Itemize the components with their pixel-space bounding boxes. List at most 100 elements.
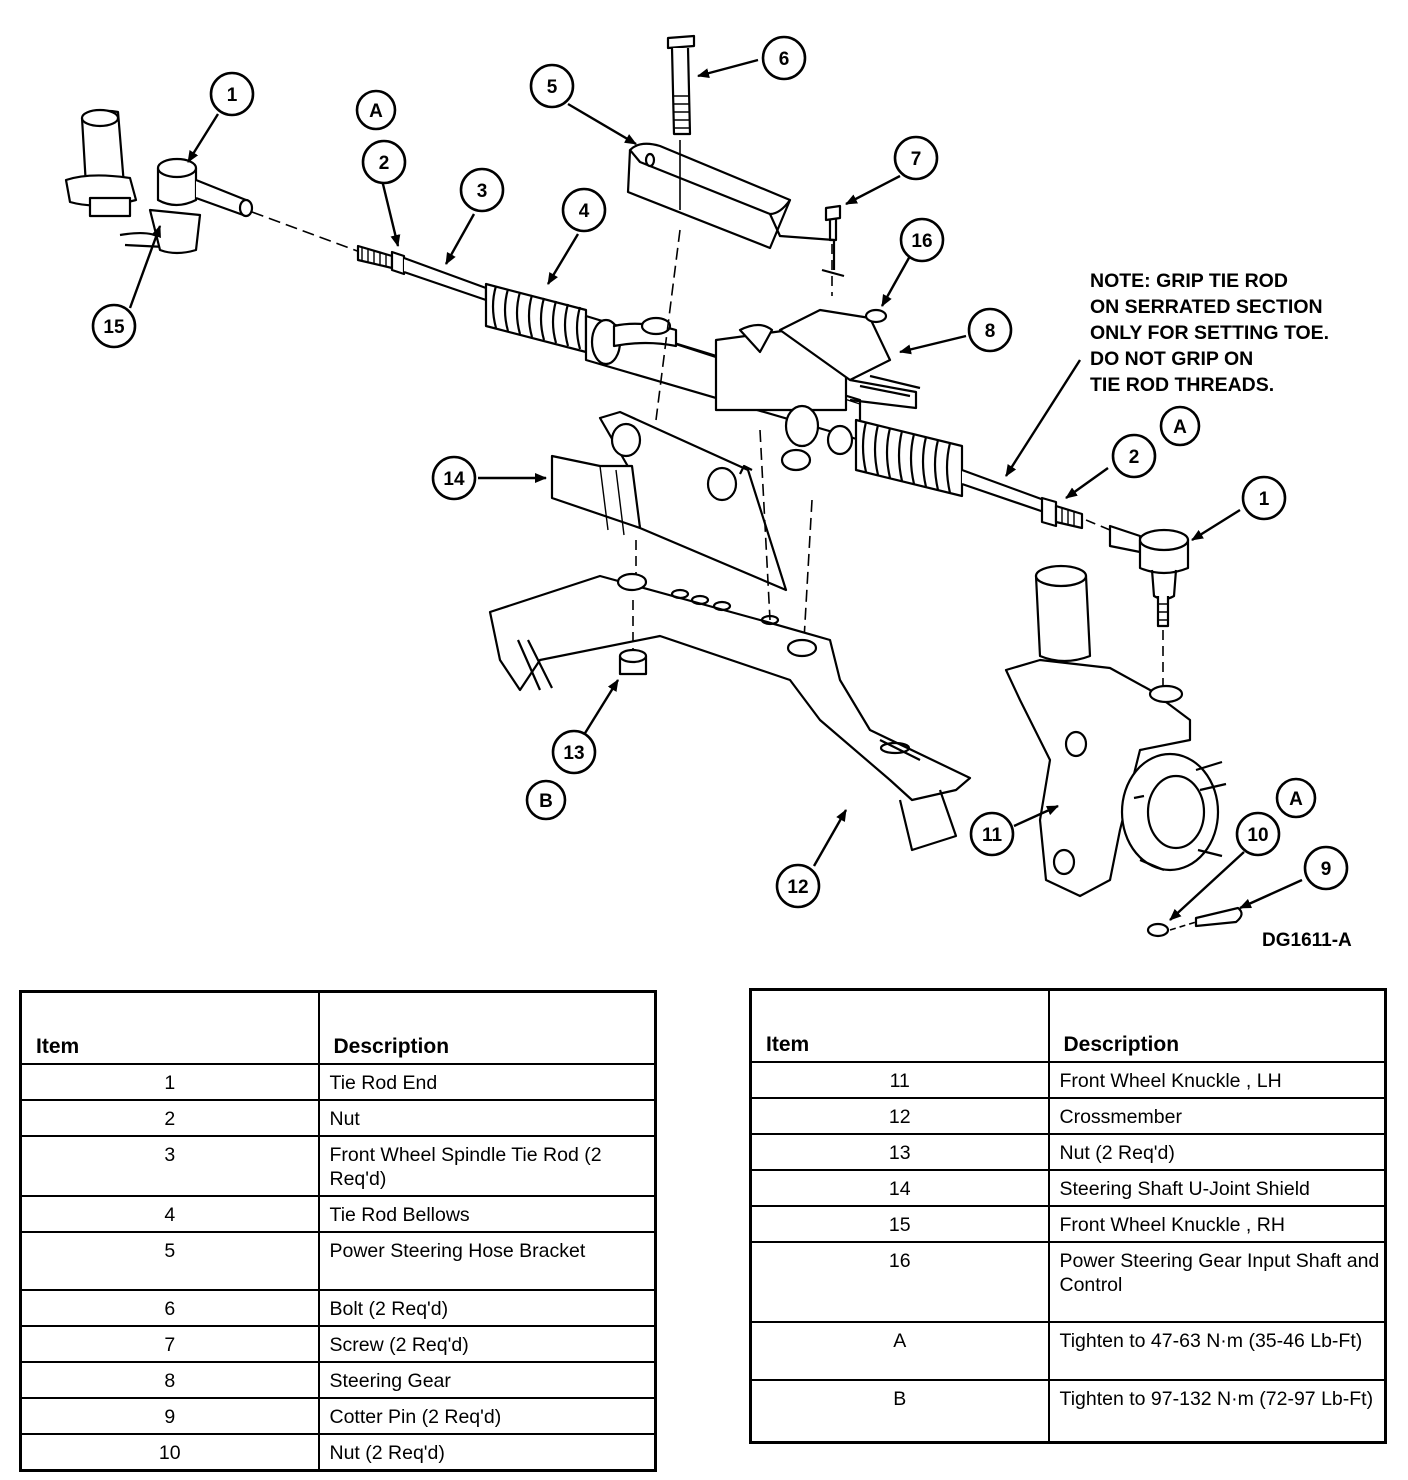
description-cell: Cotter Pin (2 Req'd)	[317, 1397, 657, 1435]
table-header-row: Item Description	[749, 988, 1387, 1063]
item-number-cell: 13	[749, 1133, 1050, 1171]
callout-circle	[969, 811, 1015, 857]
callout-2: 2	[1111, 433, 1157, 479]
callout-text: 1	[1259, 489, 1270, 510]
description-cell: Nut	[317, 1099, 657, 1137]
cotter-pin-drawing	[1194, 906, 1243, 928]
tie-rod-bellows-left-drawing	[484, 282, 588, 354]
callout-text: 2	[379, 153, 390, 174]
description-cell: Front Wheel Knuckle , RH	[1047, 1205, 1387, 1243]
description-cell: Bolt (2 Req'd)	[317, 1289, 657, 1327]
tie-rod-bellows-right-drawing	[854, 418, 1046, 514]
parts-drawing	[64, 34, 1243, 938]
description-cell: Screw (2 Req'd)	[317, 1325, 657, 1363]
item-number-cell: 3	[19, 1135, 320, 1197]
item-number-cell: 2	[19, 1099, 320, 1137]
description-cell: Tighten to 97-132 N·m (72-97 Lb-Ft)	[1047, 1379, 1387, 1443]
callout-text: 8	[985, 321, 996, 342]
callout-text: 4	[579, 201, 590, 222]
callout-circle	[91, 303, 137, 349]
callout-circle	[1303, 845, 1349, 891]
description-cell: Power Steering Hose Bracket	[317, 1231, 657, 1291]
description-cell: Tighten to 47-63 N·m (35-46 Lb-Ft)	[1047, 1321, 1387, 1381]
callout-circle	[431, 455, 477, 501]
callout-15: 15	[91, 303, 137, 349]
description-cell: Nut (2 Req'd)	[317, 1433, 657, 1472]
power-steering-hose-bracket-drawing	[626, 142, 845, 278]
item-number-cell: 10	[19, 1433, 320, 1472]
table-header-row: Item Description	[19, 990, 657, 1065]
screw-drawing	[824, 204, 842, 242]
figure-id: DG1611-A	[1262, 930, 1352, 951]
callout-circle	[893, 135, 939, 181]
callout-9: 9	[1303, 845, 1349, 891]
callout-6: 6	[761, 35, 807, 81]
nut-13-drawing	[618, 648, 648, 676]
callout-circle	[761, 35, 807, 81]
tie-rod-end-right-drawing	[1108, 524, 1190, 628]
item-number-cell: 4	[19, 1195, 320, 1233]
callout-3: 3	[459, 167, 505, 213]
callout-text: 10	[1247, 825, 1268, 846]
description-column-header: Description	[317, 990, 657, 1065]
callout-11: 11	[969, 811, 1015, 857]
callout-text: A	[1289, 789, 1303, 810]
description-cell: Steering Shaft U-Joint Shield	[1047, 1169, 1387, 1207]
callout-13: 13	[551, 729, 597, 775]
tie-rod-grip-note: NOTE: GRIP TIE ROD ON SERRATED SECTION O…	[1090, 270, 1330, 396]
callout-text: 9	[1321, 859, 1332, 880]
callout-circle	[899, 217, 945, 263]
leader-arrows	[128, 58, 1303, 921]
callout-text: 7	[911, 149, 922, 170]
item-number-cell: 14	[749, 1169, 1050, 1207]
callout-12: 12	[775, 863, 821, 909]
item-number-cell: 8	[19, 1361, 320, 1399]
callout-text: 13	[563, 743, 584, 764]
callout-2: 2	[361, 139, 407, 185]
callout-text: 16	[911, 231, 932, 252]
front-wheel-knuckle-lh-drawing	[1004, 564, 1227, 898]
description-cell: Front Wheel Knuckle , LH	[1047, 1061, 1387, 1099]
callout-text: 1	[227, 85, 238, 106]
front-wheel-knuckle-rh-drawing	[64, 108, 202, 255]
callout-circle	[529, 63, 575, 109]
description-cell: Power Steering Gear Input Shaft and Cont…	[1047, 1241, 1387, 1323]
callout-text: A	[1173, 417, 1187, 438]
callout-circle	[355, 89, 397, 131]
item-number-cell: 12	[749, 1097, 1050, 1135]
callout-circle	[551, 729, 597, 775]
description-cell: Crossmember	[1047, 1097, 1387, 1135]
description-column-header: Description	[1047, 988, 1387, 1063]
callout-text: 2	[1129, 447, 1140, 468]
callout-circle	[1241, 475, 1287, 521]
callout-text: 14	[443, 469, 465, 490]
description-cell: Tie Rod End	[317, 1063, 657, 1101]
item-number-cell: 9	[19, 1397, 320, 1435]
crossmember-drawing	[488, 572, 972, 852]
callout-16: 16	[899, 217, 945, 263]
callout-circle	[1111, 433, 1157, 479]
callout-circle	[361, 139, 407, 185]
description-cell: Front Wheel Spindle Tie Rod (2 Req'd)	[317, 1135, 657, 1197]
callout-10: 10	[1235, 811, 1281, 857]
item-number-cell: 7	[19, 1325, 320, 1363]
callout-8: 8	[967, 307, 1013, 353]
tie-rod-left-drawing	[356, 244, 488, 302]
item-number-cell: 15	[749, 1205, 1050, 1243]
description-cell: Tie Rod Bellows	[317, 1195, 657, 1233]
